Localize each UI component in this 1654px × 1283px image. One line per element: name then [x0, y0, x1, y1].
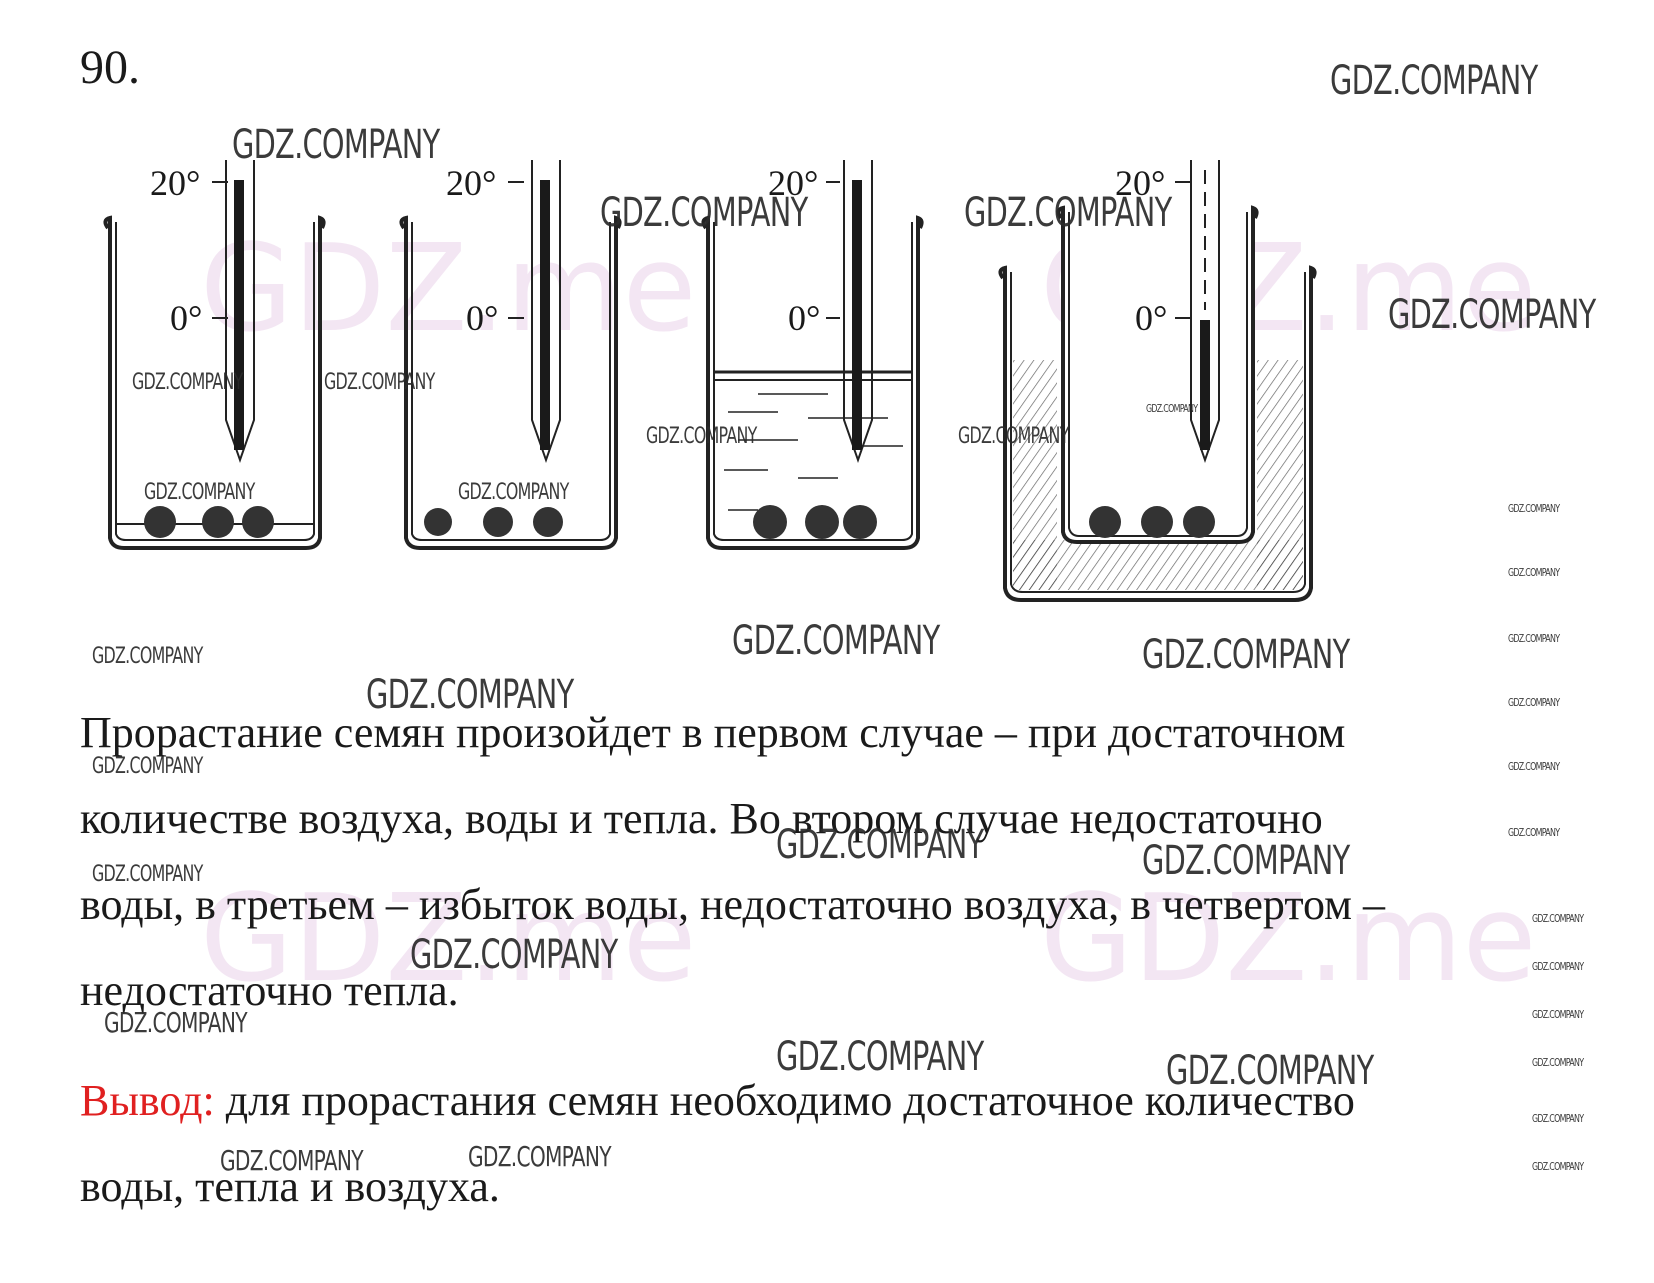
watermark: GDZ.COMPANY	[1532, 1160, 1584, 1173]
watermark: GDZ.COMPANY	[1532, 912, 1584, 925]
task-number: 90.	[80, 41, 140, 94]
temp-label-20: 20°	[446, 163, 496, 203]
watermark: GDZ.COMPANY	[1532, 1008, 1584, 1021]
temp-label-20: 20°	[150, 163, 200, 203]
watermark: GDZ.COMPANY	[1146, 402, 1198, 415]
watermark: GDZ.COMPANY	[1166, 1048, 1374, 1094]
watermark: GDZ.COMPANY	[324, 370, 435, 395]
watermark: GDZ.COMPANY	[1388, 292, 1596, 338]
watermark: GDZ.COMPANY	[132, 370, 243, 395]
watermark: GDZ.COMPANY	[1142, 632, 1350, 678]
watermark: GDZ.COMPANY	[958, 424, 1069, 449]
temp-label-20: 20°	[1115, 163, 1165, 203]
explanation-line: количестве воздуха, воды и тепла. Во вто…	[80, 794, 1323, 843]
watermark: GDZ.COMPANY	[646, 424, 757, 449]
watermark: GDZ.COMPANY	[1532, 1112, 1584, 1125]
temp-label-0: 0°	[788, 298, 820, 338]
beaker-3: 20° 0°	[701, 160, 924, 550]
explanation-paragraph: Прорастание семян произойдет в первом сл…	[80, 690, 1600, 1034]
watermark: GDZ.COMPANY	[92, 644, 203, 669]
conclusion-paragraph: Вывод: для прорастания семян необходимо …	[80, 1058, 1600, 1230]
watermark: GDZ.COMPANY	[1508, 696, 1560, 709]
temp-label-20: 20°	[768, 163, 818, 203]
watermark: GDZ.COMPANY	[104, 1006, 248, 1039]
beaker-1: 20° 0°	[103, 160, 326, 550]
conclusion-line: воды, тепла и воздуха.	[80, 1162, 500, 1211]
watermark: GDZ.COMPANY	[1508, 760, 1560, 773]
watermark: GDZ.COMPANY	[144, 480, 255, 505]
watermark: GDZ.COMPANY	[1142, 838, 1350, 884]
watermark: GDZ.COMPANY	[410, 932, 618, 978]
conclusion-label: Вывод:	[80, 1076, 215, 1125]
temp-label-0: 0°	[170, 298, 202, 338]
watermark: GDZ.COMPANY	[92, 862, 203, 887]
watermark: GDZ.COMPANY	[776, 1034, 984, 1080]
watermark: GDZ.COMPANY	[458, 480, 569, 505]
experiment-illustration: 20° 0° 20° 0°	[103, 160, 1317, 602]
explanation-line: Прорастание семян произойдет в первом сл…	[80, 708, 1346, 757]
seed-germination-figure: 20° 0° 20° 0°	[100, 150, 1420, 650]
watermark: GDZ.COMPANY	[232, 122, 440, 168]
watermark: GDZ.COMPANY	[964, 190, 1172, 236]
ghost-watermark: GDZ.me	[200, 870, 697, 1009]
explanation-line: воды, в третьем – избыток воды, недостат…	[80, 880, 1385, 929]
watermark: GDZ.COMPANY	[468, 1140, 612, 1173]
watermark: GDZ.COMPANY	[92, 754, 203, 779]
watermark: GDZ.COMPANY	[732, 618, 940, 664]
watermark: GDZ.COMPANY	[1508, 502, 1560, 515]
watermark: GDZ.COMPANY	[776, 822, 984, 868]
ghost-watermark: GDZ.me	[200, 220, 697, 359]
watermark: GDZ.COMPANY	[1532, 1056, 1584, 1069]
beaker-4: 20° 0°	[998, 160, 1317, 602]
ghost-watermark: GDZ.me	[1040, 870, 1537, 1009]
beaker-2: 20° 0°	[399, 160, 622, 550]
conclusion-line: для прорастания семян необходимо достато…	[214, 1076, 1355, 1125]
watermark: GDZ.COMPANY	[1532, 960, 1584, 973]
watermark: GDZ.COMPANY	[1330, 58, 1538, 104]
temp-label-0: 0°	[466, 298, 498, 338]
watermark: GDZ.COMPANY	[1508, 632, 1560, 645]
watermark: GDZ.COMPANY	[366, 672, 574, 718]
explanation-line: недостаточно тепла.	[80, 966, 459, 1015]
watermark: GDZ.COMPANY	[220, 1144, 364, 1177]
answer-text: Прорастание семян произойдет в первом сл…	[80, 690, 1600, 1230]
watermark: GDZ.COMPANY	[1508, 566, 1560, 579]
watermark: GDZ.COMPANY	[600, 190, 808, 236]
temp-label-0: 0°	[1135, 298, 1167, 338]
watermark: GDZ.COMPANY	[1508, 826, 1560, 839]
